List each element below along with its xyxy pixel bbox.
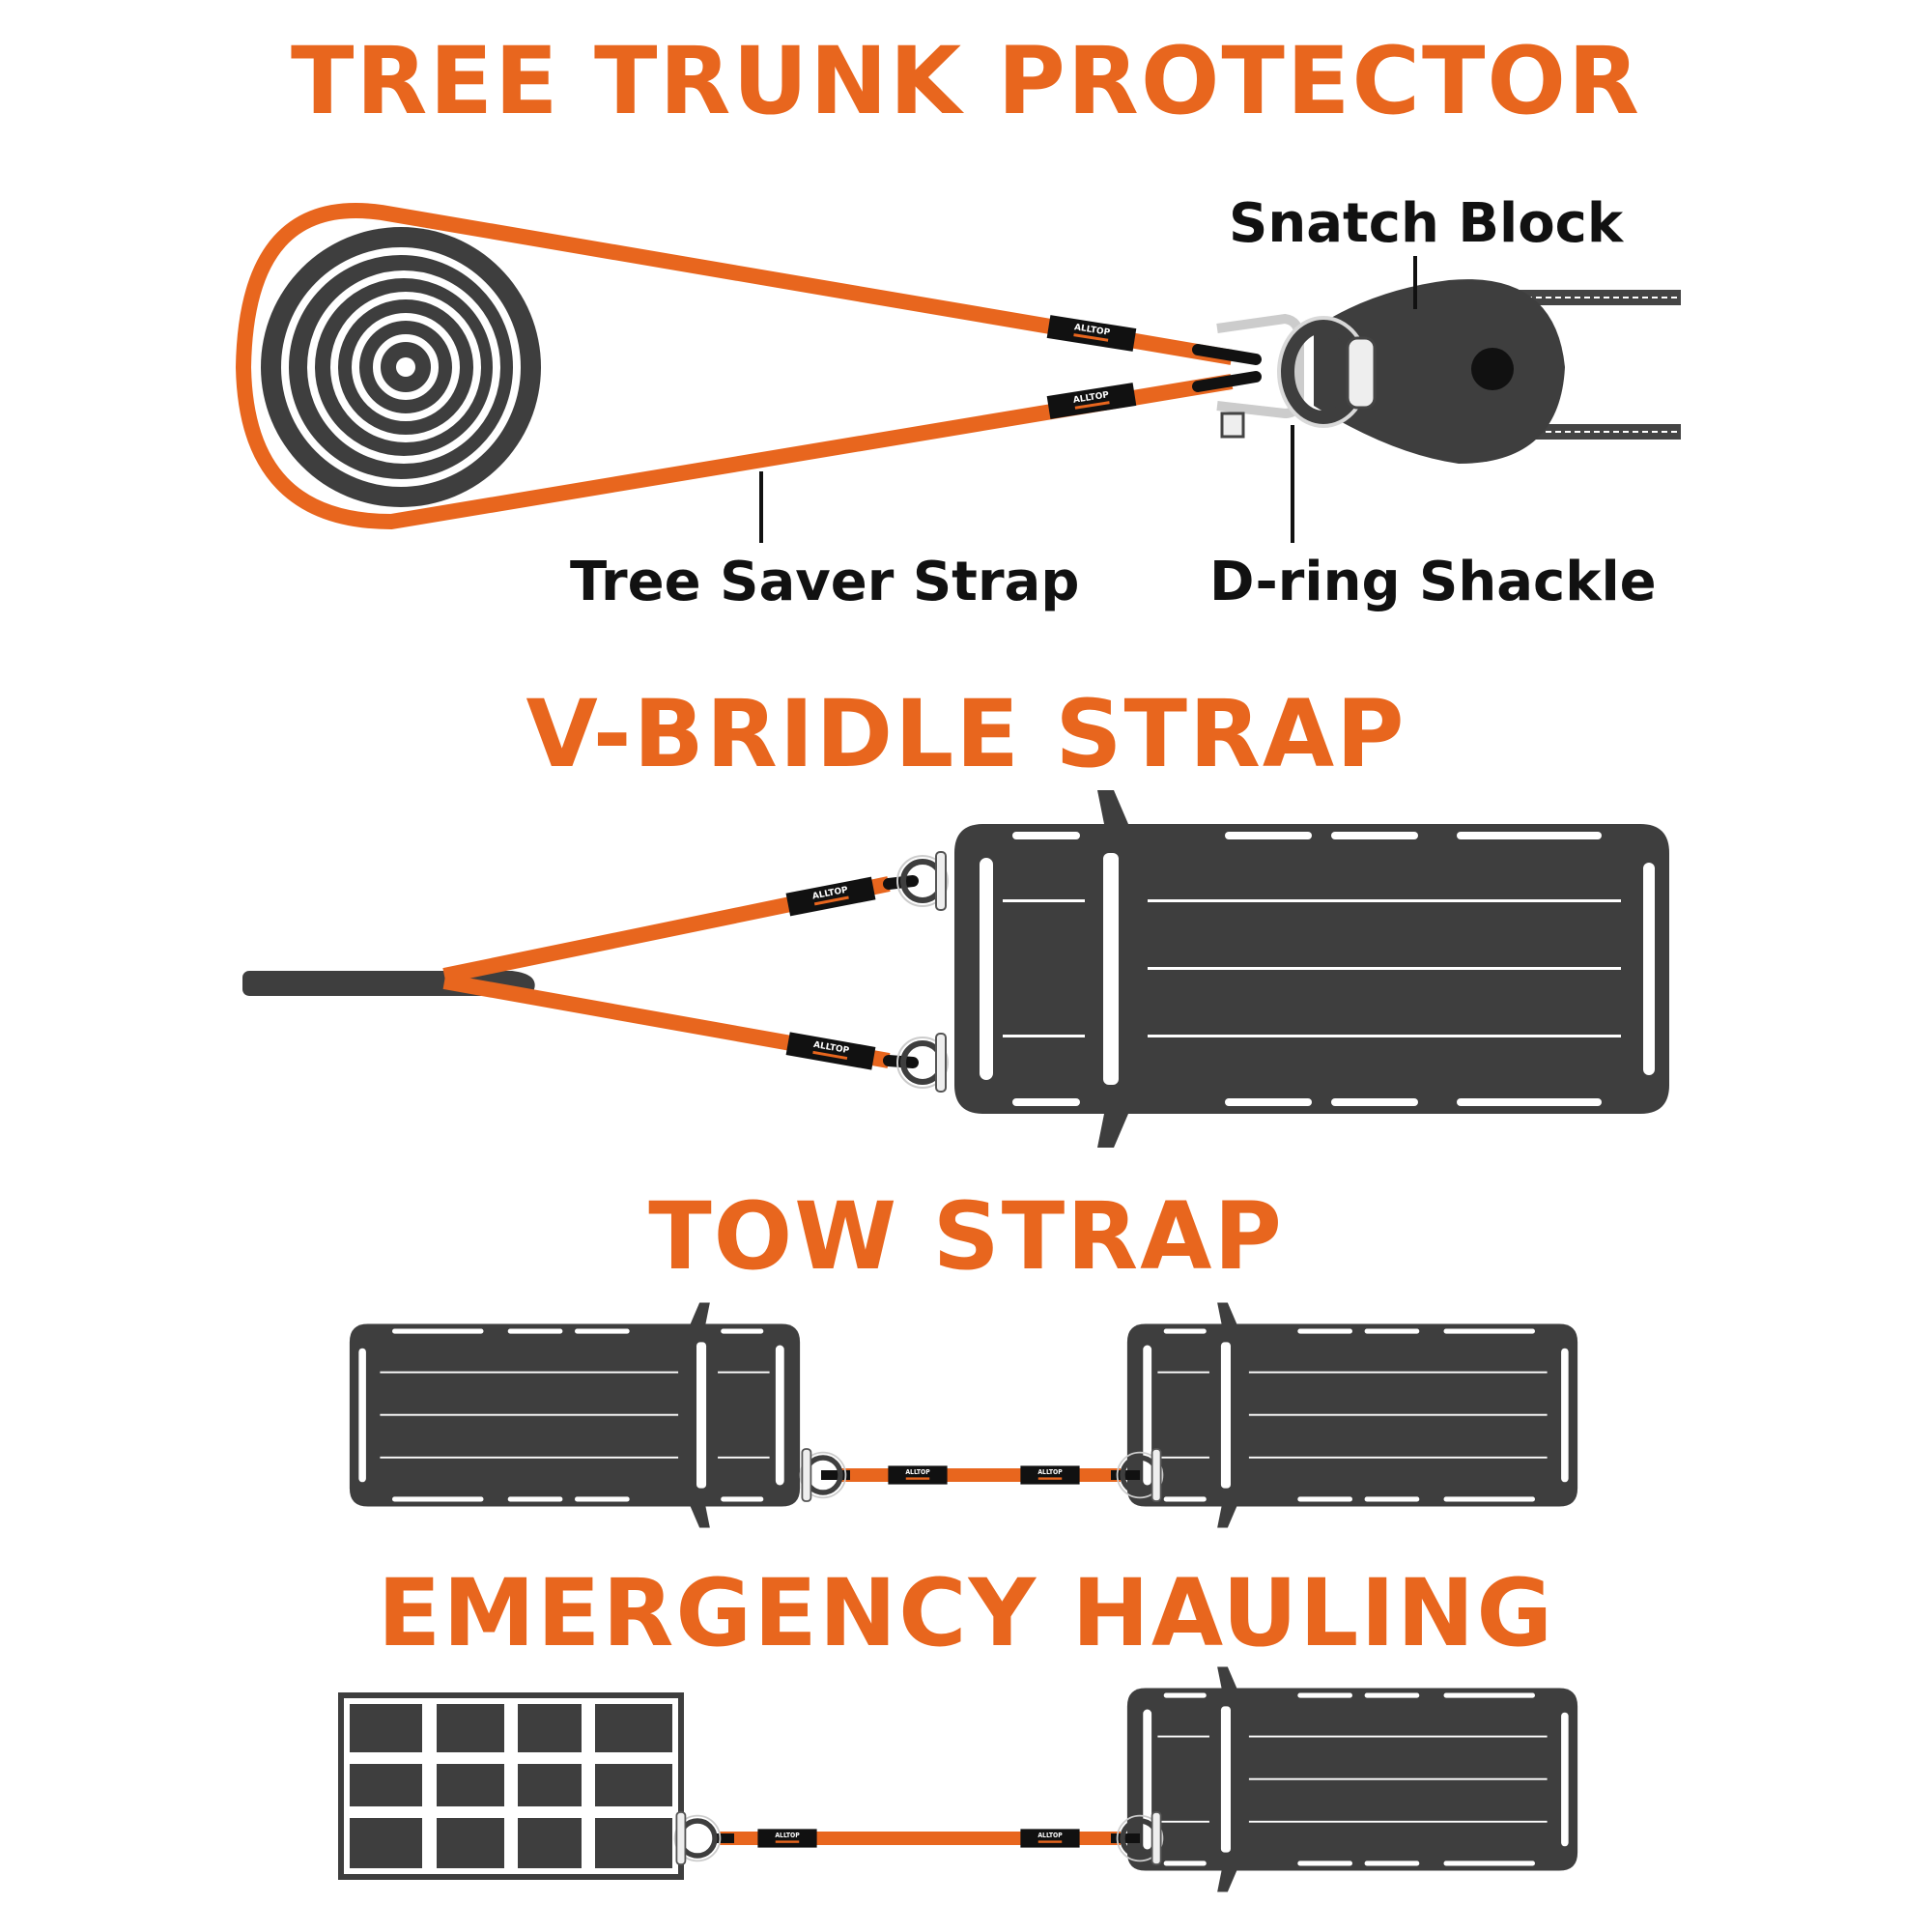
bridle-sleeve-upper [785, 876, 876, 917]
tow-strap-scene [349, 1302, 1578, 1528]
vehicle-v-bridle [954, 790, 1669, 1148]
d-ring-shackle-icon [1216, 313, 1377, 439]
shackle-upper [897, 852, 948, 910]
title-emergency-hauling: EMERGENCY HAULING [377, 1559, 1555, 1667]
vehicle-tow-right [1126, 1302, 1578, 1528]
tow-sleeve-left [888, 1465, 948, 1485]
tree-saver-strap [236, 203, 1234, 529]
label-tree-saver-strap: Tree Saver Strap [570, 551, 1080, 613]
v-bridle-scene [242, 790, 1669, 1148]
shackle-lower [897, 1034, 948, 1092]
tow-sleeve-right [1020, 1465, 1080, 1485]
title-v-bridle-strap: V-BRIDLE STRAP [526, 680, 1406, 788]
emergency-hauling-scene [338, 1666, 1578, 1892]
strap-sleeve-lower [1046, 383, 1137, 419]
label-d-ring-shackle: D-ring Shackle [1209, 551, 1657, 613]
vehicle-tow-left [349, 1302, 801, 1528]
vehicle-hauling [1126, 1666, 1578, 1892]
strap-sleeve-upper [1046, 315, 1137, 352]
bridle-sleeve-lower [785, 1032, 876, 1070]
hauling-sleeve-left [757, 1829, 817, 1848]
hauling-sleeve-right [1020, 1829, 1080, 1848]
title-tow-strap: TOW STRAP [648, 1182, 1284, 1291]
cargo-pallet-icon [338, 1692, 684, 1880]
label-snatch-block: Snatch Block [1229, 192, 1624, 255]
snatch-block-icon [1314, 279, 1681, 464]
tree-trunk-icon [261, 227, 541, 507]
tree-trunk-scene [236, 203, 1681, 543]
hauling-shackle-left [675, 1812, 721, 1864]
title-tree-trunk-protector: TREE TRUNK PROTECTOR [291, 27, 1641, 135]
